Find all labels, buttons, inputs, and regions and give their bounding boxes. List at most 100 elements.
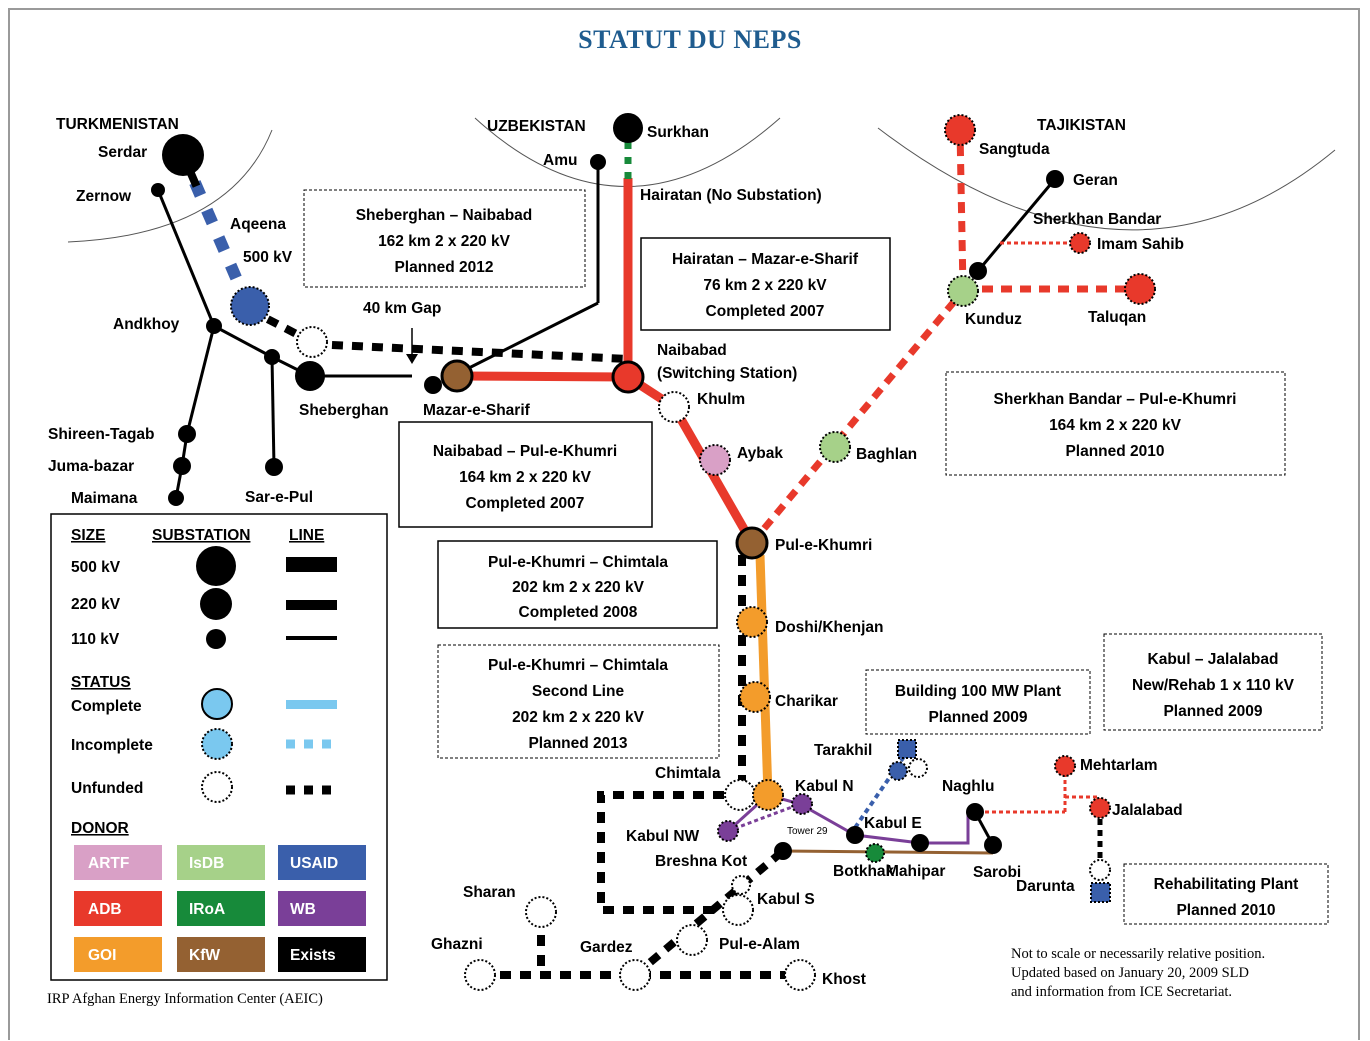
node-khost [784, 959, 816, 991]
node-mehtarlam [1054, 755, 1076, 777]
donor-swatch-box [74, 845, 162, 880]
node-sarepul [265, 458, 283, 476]
line-pulekhumri-kunduz [749, 288, 966, 546]
node-darunta-plant [1090, 882, 1111, 903]
line-amu-mazar-b [456, 301, 599, 376]
node-naghlu [966, 803, 984, 821]
line-geran-kunduz [976, 178, 1057, 272]
label-andkhoy: Andkhoy [113, 316, 180, 333]
line-pulekhumri-chimtala [755, 554, 773, 796]
label-sharan: Sharan [463, 884, 516, 901]
box-line: 76 km 2 x 220 kV [703, 277, 827, 294]
label-breshna: Breshna Kot [655, 853, 747, 870]
node-kabule [911, 834, 929, 852]
map-frame [8, 8, 1360, 1040]
donor-swatch-label: Exists [290, 947, 336, 964]
node-mazar-small [424, 376, 442, 394]
line-kabulnw-kabuln [727, 802, 801, 833]
legend-complete-line [286, 700, 337, 709]
legend-size-500: 500 kV [71, 559, 121, 576]
box-line: 162 km 2 x 220 kV [378, 233, 511, 250]
label-zernow: Zernow [76, 188, 132, 205]
node-chimtala-goi [752, 779, 784, 811]
legend-size-110: 110 kV [71, 631, 120, 648]
label-sarobi: Sarobi [973, 864, 1021, 881]
label-tower29: Tower 29 [787, 826, 828, 837]
node-khulm [658, 391, 690, 423]
box-line: Second Line [532, 683, 625, 700]
label-botkhak: Botkhak [833, 863, 895, 880]
box-line: Planned 2013 [528, 735, 627, 752]
node-kabuls [722, 894, 754, 926]
node-andkhoy [206, 318, 222, 334]
node-shireen [178, 425, 196, 443]
label-sarepul: Sar-e-Pul [245, 489, 313, 506]
box-line: Rehabilitating Plant [1154, 876, 1299, 893]
donor-swatch-label: IsDB [189, 855, 224, 872]
label-maimana: Maimana [71, 490, 138, 507]
node-ghazni [464, 959, 496, 991]
label-pulekhumri: Pul-e-Khumri [775, 537, 872, 554]
node-pulekhumri [735, 526, 769, 560]
label-geran: Geran [1073, 172, 1118, 189]
box-naibabad-pulekhumri: Naibabad – Pul-e-Khumri 164 km 2 x 220 k… [398, 421, 653, 528]
node-chimtala [724, 779, 756, 811]
node-juma [173, 457, 191, 475]
legend-sub-220 [200, 588, 232, 620]
donor-swatch-wb: WB [278, 891, 366, 926]
label-500kv: 500 kV [243, 249, 293, 266]
legend: SIZE SUBSTATION LINE 500 kV 220 kV 110 k… [50, 513, 388, 981]
donor-swatch-box [177, 845, 265, 880]
turkmenistan-border [67, 129, 273, 243]
donor-swatch-label: GOI [88, 947, 116, 964]
label-kabuls: Kabul S [757, 891, 815, 908]
node-surkhan [613, 113, 643, 143]
donor-swatch-label: IRoA [189, 901, 225, 918]
donor-swatch-label: WB [290, 901, 316, 918]
donor-swatch-box [177, 891, 265, 926]
donor-swatch-adb: ADB [74, 891, 162, 926]
legend-substation-header: SUBSTATION [152, 527, 250, 544]
box-sheberghan-naibabad: Sheberghan – Naibabad 162 km 2 x 220 kV … [303, 189, 586, 288]
label-doshi: Doshi/Khenjan [775, 619, 884, 636]
label-hairatan: Hairatan (No Substation) [640, 187, 822, 204]
donor-swatch-label: ARTF [88, 855, 129, 872]
node-imam [1069, 232, 1091, 254]
node-amu [590, 154, 606, 170]
node-baghlan [819, 431, 851, 463]
node-sheberghan [295, 361, 325, 391]
legend-complete-node [201, 688, 233, 720]
box-line: Planned 2009 [1163, 703, 1262, 720]
node-junction [264, 349, 280, 365]
node-taluqan [1124, 273, 1156, 305]
label-aybak: Aybak [737, 445, 783, 462]
donor-swatch-artf: ARTF [74, 845, 162, 880]
line-gardez-breshna [632, 847, 786, 979]
label-surkhan: Surkhan [647, 124, 709, 141]
box-building-plant: Building 100 MW Plant Planned 2009 [865, 669, 1091, 735]
line-serdar-stub [179, 153, 254, 312]
legend-size-header: SIZE [71, 527, 105, 544]
node-mazar [440, 359, 474, 393]
legend-status-incomplete: Incomplete [71, 737, 153, 754]
line-chimtala-loop [597, 791, 724, 914]
label-charikar: Charikar [775, 693, 838, 710]
line-junction-sarepul [270, 356, 276, 468]
box-line: Planned 2009 [928, 709, 1027, 726]
donor-swatch-box [177, 937, 265, 972]
node-charikar [739, 681, 771, 713]
label-kabulnw: Kabul NW [626, 828, 700, 845]
legend-status-complete: Complete [71, 698, 142, 715]
node-doshi [736, 606, 768, 638]
node-serdar [162, 134, 204, 176]
box-line: Pul-e-Khumri – Chimtala [488, 657, 668, 674]
legend-size-220: 220 kV [71, 596, 121, 613]
legend-unfunded-node [201, 771, 233, 803]
box-line: Planned 2010 [1176, 902, 1275, 919]
label-uzbekistan: UZBEKISTAN [487, 118, 586, 135]
node-sharan [525, 896, 557, 928]
legend-line-220 [286, 600, 337, 610]
label-naibabad-2: (Switching Station) [657, 365, 797, 382]
label-shireen: Shireen-Tagab [48, 426, 155, 443]
adb-dashed-lines [749, 129, 1140, 546]
